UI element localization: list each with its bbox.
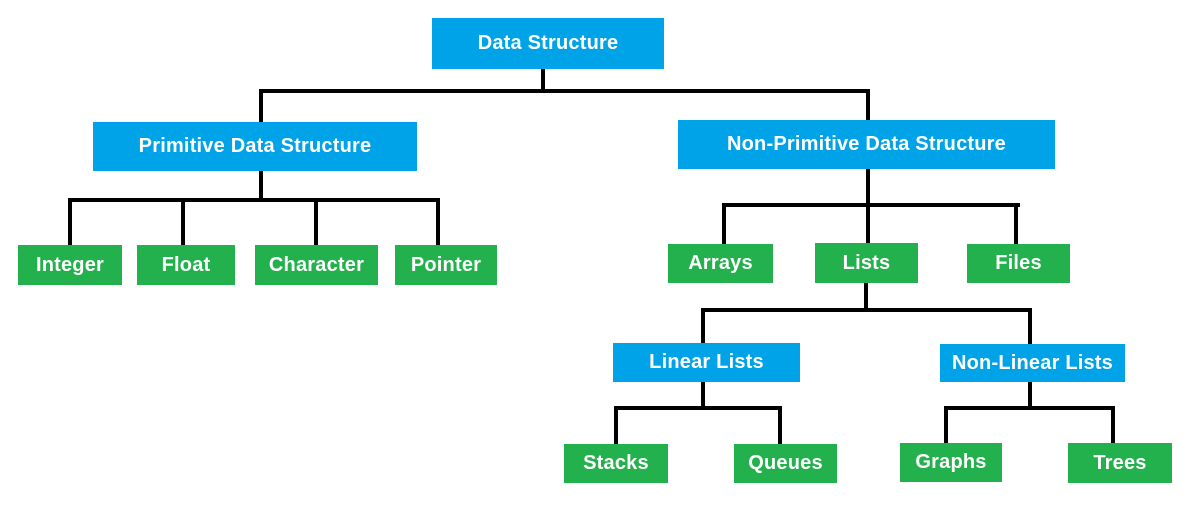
connector-to-trees bbox=[1111, 406, 1115, 445]
connector-root-down bbox=[541, 66, 545, 93]
connector-lists-children-horizontal bbox=[701, 308, 1032, 312]
node-non-linear-lists: Non-Linear Lists bbox=[940, 344, 1125, 382]
node-data-structure: Data Structure bbox=[432, 18, 664, 69]
node-stacks: Stacks bbox=[564, 444, 668, 483]
connector-to-graphs bbox=[944, 406, 948, 445]
connector-non-linear-lists-down bbox=[1028, 380, 1032, 410]
node-float: Float bbox=[137, 245, 235, 285]
node-queues: Queues bbox=[734, 444, 837, 483]
node-arrays: Arrays bbox=[668, 244, 773, 283]
connector-to-stacks bbox=[614, 406, 618, 446]
connector-to-non-linear-lists bbox=[1028, 308, 1032, 347]
node-non-primitive-data-structure: Non-Primitive Data Structure bbox=[678, 120, 1055, 169]
node-integer: Integer bbox=[18, 245, 122, 285]
connector-non-linear-children-horizontal bbox=[944, 406, 1115, 410]
node-files: Files bbox=[967, 244, 1070, 283]
connector-level1-horizontal bbox=[259, 89, 870, 93]
connector-linear-children-horizontal bbox=[614, 406, 782, 410]
connector-to-float bbox=[181, 198, 185, 247]
connector-to-linear-lists bbox=[701, 308, 705, 345]
node-primitive-data-structure: Primitive Data Structure bbox=[93, 122, 417, 171]
connector-non-primitive-children-horizontal bbox=[722, 203, 1020, 207]
node-pointer: Pointer bbox=[395, 245, 497, 285]
node-lists: Lists bbox=[815, 243, 918, 283]
connector-lists-down bbox=[864, 281, 868, 312]
connector-to-primitive bbox=[259, 89, 263, 124]
connector-to-character bbox=[314, 198, 318, 247]
connector-primitive-children-horizontal bbox=[68, 198, 440, 202]
connector-to-files bbox=[1014, 203, 1018, 246]
node-character: Character bbox=[255, 245, 378, 285]
connector-to-arrays bbox=[722, 203, 726, 246]
connector-to-pointer bbox=[436, 198, 440, 247]
connector-to-integer bbox=[68, 198, 72, 247]
connector-linear-lists-down bbox=[701, 380, 705, 410]
connector-to-queues bbox=[778, 406, 782, 446]
node-graphs: Graphs bbox=[900, 443, 1002, 482]
connector-to-lists bbox=[866, 203, 870, 245]
node-trees: Trees bbox=[1068, 443, 1172, 483]
connector-non-primitive-down bbox=[866, 167, 870, 207]
connector-to-non-primitive bbox=[866, 89, 870, 122]
node-linear-lists: Linear Lists bbox=[613, 343, 800, 382]
connector-primitive-down bbox=[259, 169, 263, 202]
